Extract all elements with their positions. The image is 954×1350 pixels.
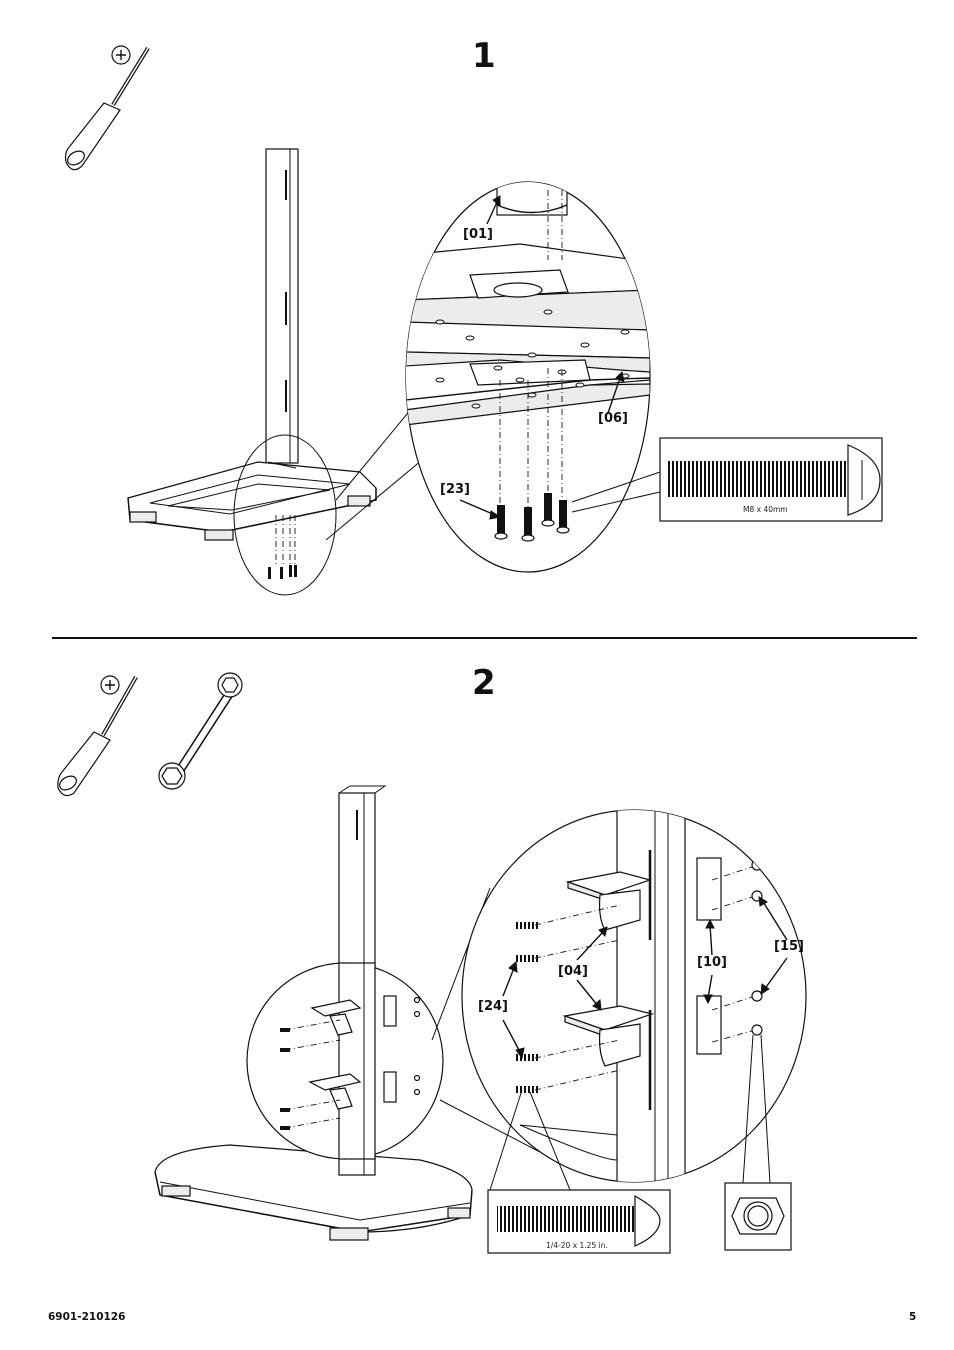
callout-24: [24] <box>478 999 508 1014</box>
screw-spec-label-1: M8 x 40mm <box>743 505 788 514</box>
wrench-icon <box>158 672 243 790</box>
phillips-screwdriver-icon <box>64 45 150 171</box>
document-code: 6901-210126 <box>48 1311 126 1323</box>
bracket-detail-circle <box>246 887 541 1160</box>
assembled-stand-base <box>154 1144 473 1241</box>
screw-spec-label-2: 1/4-20 x 1.25 in. <box>546 1241 608 1250</box>
page-number: 5 <box>909 1311 917 1323</box>
callout-01: [01] <box>463 227 493 242</box>
callout-06: [06] <box>598 411 628 426</box>
screw-spec-box-quarter-inch <box>487 1089 671 1254</box>
stand-base <box>127 461 377 541</box>
callout-04: [04] <box>558 964 588 979</box>
base-closeup-ellipse <box>405 181 651 573</box>
step-1-number: 1 <box>472 36 496 76</box>
callout-23: [23] <box>440 482 470 497</box>
screw-spec-box-m8 <box>571 437 883 522</box>
step-2-number: 2 <box>472 663 496 703</box>
nut-spec-box <box>724 1034 792 1251</box>
stand-post <box>265 148 299 464</box>
callout-15: [15] <box>774 939 804 954</box>
phillips-screwdriver-icon <box>57 675 138 797</box>
bracket-closeup-circle <box>461 809 807 1183</box>
callout-10: [10] <box>697 955 727 970</box>
